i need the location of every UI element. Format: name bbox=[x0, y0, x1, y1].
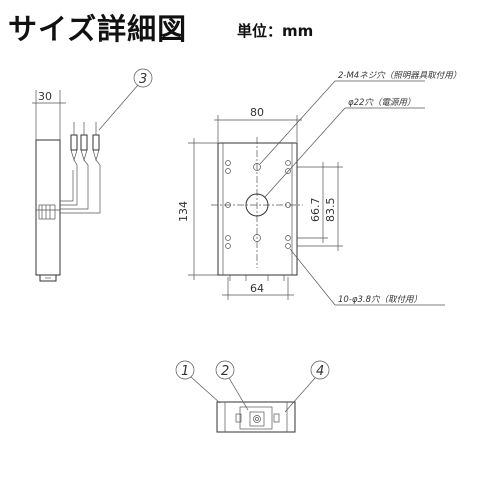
front-view: 80 134 bbox=[177, 70, 461, 306]
front-width-bottom-dim: 64 bbox=[250, 282, 264, 295]
callout-2: 2 bbox=[221, 364, 229, 379]
callout-4: 4 bbox=[316, 364, 324, 379]
note-mount-holes: 10-φ3.8穴（取付用） bbox=[338, 294, 422, 305]
callout-1: 1 bbox=[181, 364, 189, 379]
side-view: 30 3 bbox=[32, 68, 153, 282]
unit-label: 単位：mm bbox=[237, 22, 314, 40]
front-width-top-dim: 80 bbox=[250, 106, 264, 119]
bottom-view: 1 2 4 bbox=[175, 360, 330, 433]
mounting-holes bbox=[225, 160, 291, 249]
front-height-dim: 134 bbox=[177, 201, 190, 222]
callout-3: 3 bbox=[139, 72, 147, 87]
side-width-dim: 30 bbox=[38, 90, 52, 103]
dim-66-7: 66.7 bbox=[309, 198, 322, 223]
page-title: サイズ詳細図 bbox=[8, 12, 188, 46]
dim-83-5: 83.5 bbox=[324, 198, 337, 223]
note-power-hole: φ22穴（電源用） bbox=[348, 97, 415, 108]
wire-terminals bbox=[70, 122, 100, 162]
note-m4-holes: 2-M4ネジ穴（照明器具取付用） bbox=[338, 70, 461, 81]
